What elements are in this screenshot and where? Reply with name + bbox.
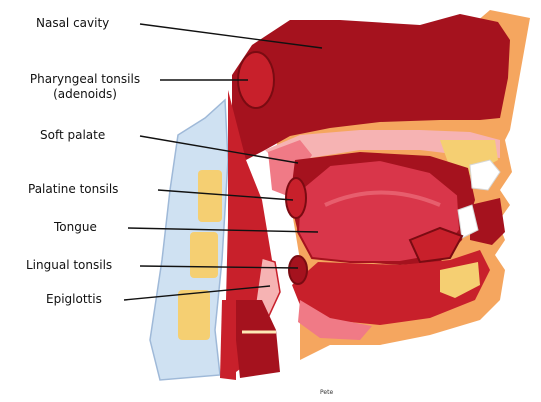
label-pharyngeal-tonsils: Pharyngeal tonsils (adenoids) <box>10 72 160 102</box>
label-epiglottis: Epiglottis <box>46 292 102 307</box>
larynx <box>236 300 280 378</box>
label-palatine-tonsils: Palatine tonsils <box>28 182 118 197</box>
label-pharyngeal-tonsils-line2: (adenoids) <box>10 87 160 102</box>
artist-signature: Pete <box>320 389 333 396</box>
label-nasal-cavity: Nasal cavity <box>36 16 109 31</box>
esophagus <box>220 300 236 380</box>
label-lingual-tonsils: Lingual tonsils <box>26 258 112 273</box>
palatine-tonsil-shape <box>286 178 306 218</box>
label-tongue: Tongue <box>54 220 97 235</box>
lingual-tonsil-shape <box>289 256 307 284</box>
label-pharyngeal-tonsils-line1: Pharyngeal tonsils <box>10 72 160 87</box>
label-soft-palate: Soft palate <box>40 128 105 143</box>
